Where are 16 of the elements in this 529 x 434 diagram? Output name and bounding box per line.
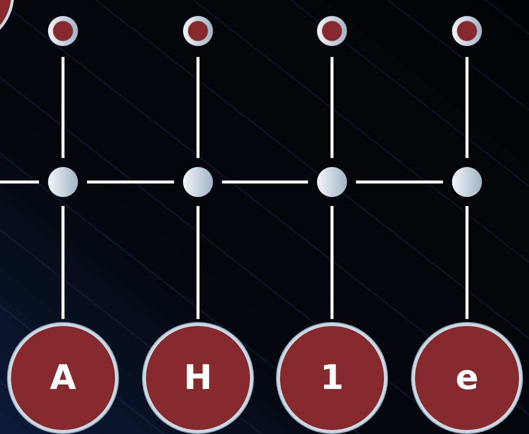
letter-label: H — [184, 361, 212, 395]
letter-label: A — [50, 361, 76, 395]
connector-line — [62, 206, 64, 319]
connector-line — [0, 180, 39, 184]
connector-line — [330, 57, 334, 158]
connector-line — [356, 180, 443, 184]
connector-line — [62, 57, 64, 158]
connector-line — [196, 206, 200, 319]
connector-line — [466, 206, 468, 319]
letter-label: e — [455, 361, 479, 395]
letter-label: 1 — [320, 361, 344, 395]
connector-line — [330, 206, 334, 319]
connector-line — [196, 57, 200, 158]
connector-line — [466, 57, 468, 158]
connector-line — [222, 180, 308, 184]
connector-line — [87, 180, 174, 184]
